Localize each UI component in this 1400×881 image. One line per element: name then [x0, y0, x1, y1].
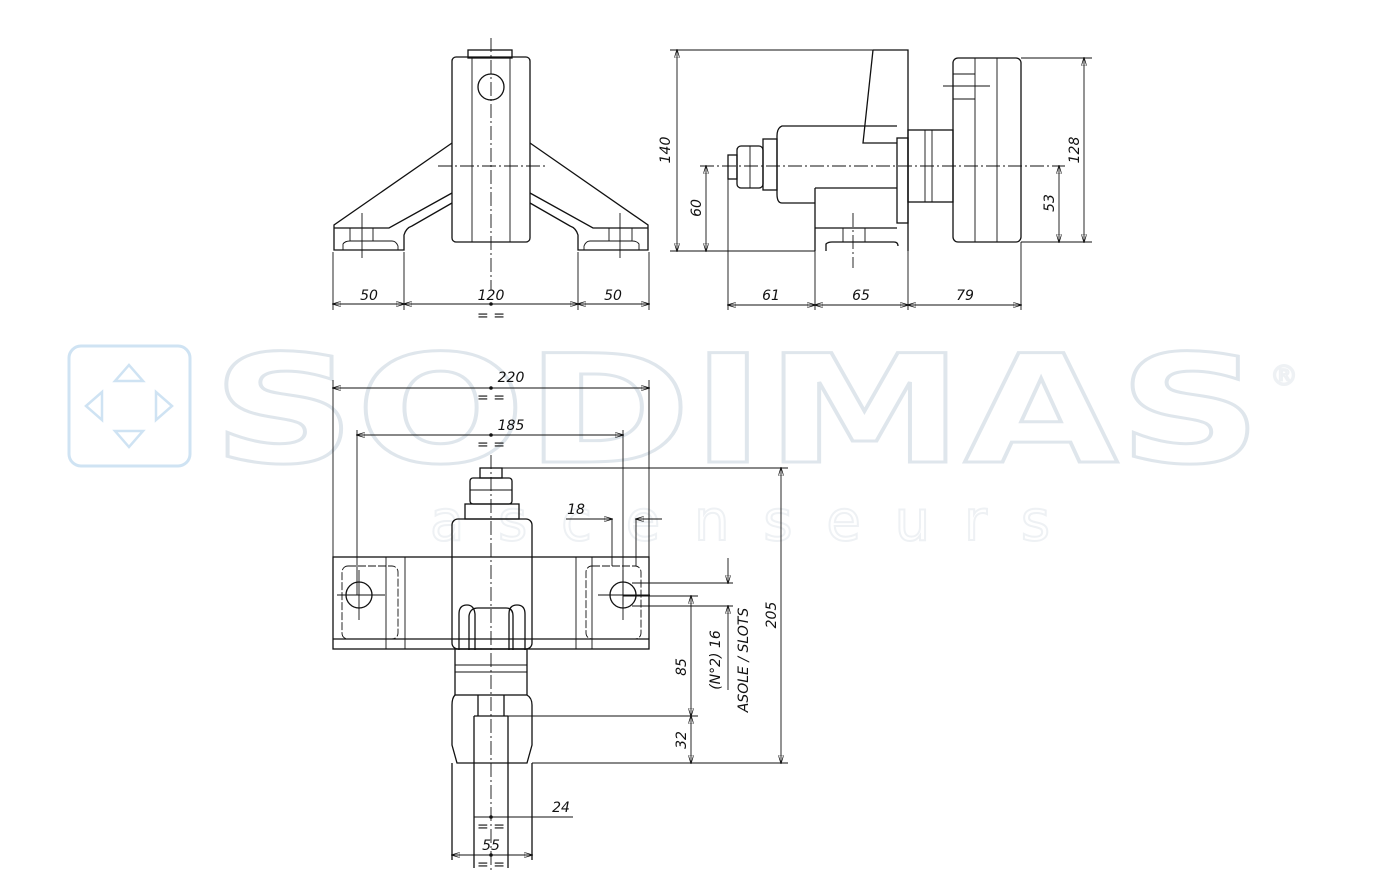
dim-label: 79 — [956, 288, 974, 304]
dim-label: 185 — [498, 418, 525, 434]
equal-mark: = = — [477, 437, 505, 453]
dim-label: 50 — [604, 288, 622, 304]
dim-label: 140 — [658, 137, 674, 164]
side-view: 140 60 128 53 61 65 79 — [658, 50, 1092, 310]
dim-label: 220 — [498, 370, 525, 386]
slot-quantity: (N°2) 16 — [708, 630, 724, 690]
dim-label: 53 — [1042, 194, 1058, 212]
watermark: SODIMAS ® ascenseurs — [67, 323, 1299, 555]
watermark-brand: SODIMAS — [212, 324, 1262, 498]
dim-label: 50 — [360, 288, 378, 304]
bottom-view: 220 = = 185 = = 18 205 85 32 (N°2) 16 AS… — [333, 370, 788, 873]
dim-label: 18 — [567, 502, 585, 518]
watermark-logo-icon — [67, 344, 192, 468]
dim-label: 128 — [1067, 137, 1083, 164]
dim-label: 61 — [762, 288, 780, 304]
equal-mark: = = — [477, 308, 505, 324]
dim-label: 60 — [689, 199, 705, 217]
dim-label: 24 — [552, 800, 570, 816]
watermark-registered: ® — [1270, 359, 1298, 392]
slot-note: ASOLE / SLOTS — [736, 608, 752, 714]
dim-label: 120 — [478, 288, 505, 304]
watermark-subtitle: ascenseurs — [430, 489, 1050, 554]
dim-label: 55 — [482, 838, 500, 854]
dim-label: 32 — [674, 731, 690, 749]
equal-mark: = = — [477, 390, 505, 406]
watermark-arrows-icon — [84, 363, 174, 449]
equal-mark: = = — [477, 857, 505, 873]
equal-mark: = = — [477, 819, 505, 835]
dim-label: 85 — [674, 658, 690, 676]
front-view: 50 120 50 = = — [333, 38, 649, 324]
dim-label: 205 — [764, 602, 780, 629]
dim-label: 65 — [852, 288, 870, 304]
